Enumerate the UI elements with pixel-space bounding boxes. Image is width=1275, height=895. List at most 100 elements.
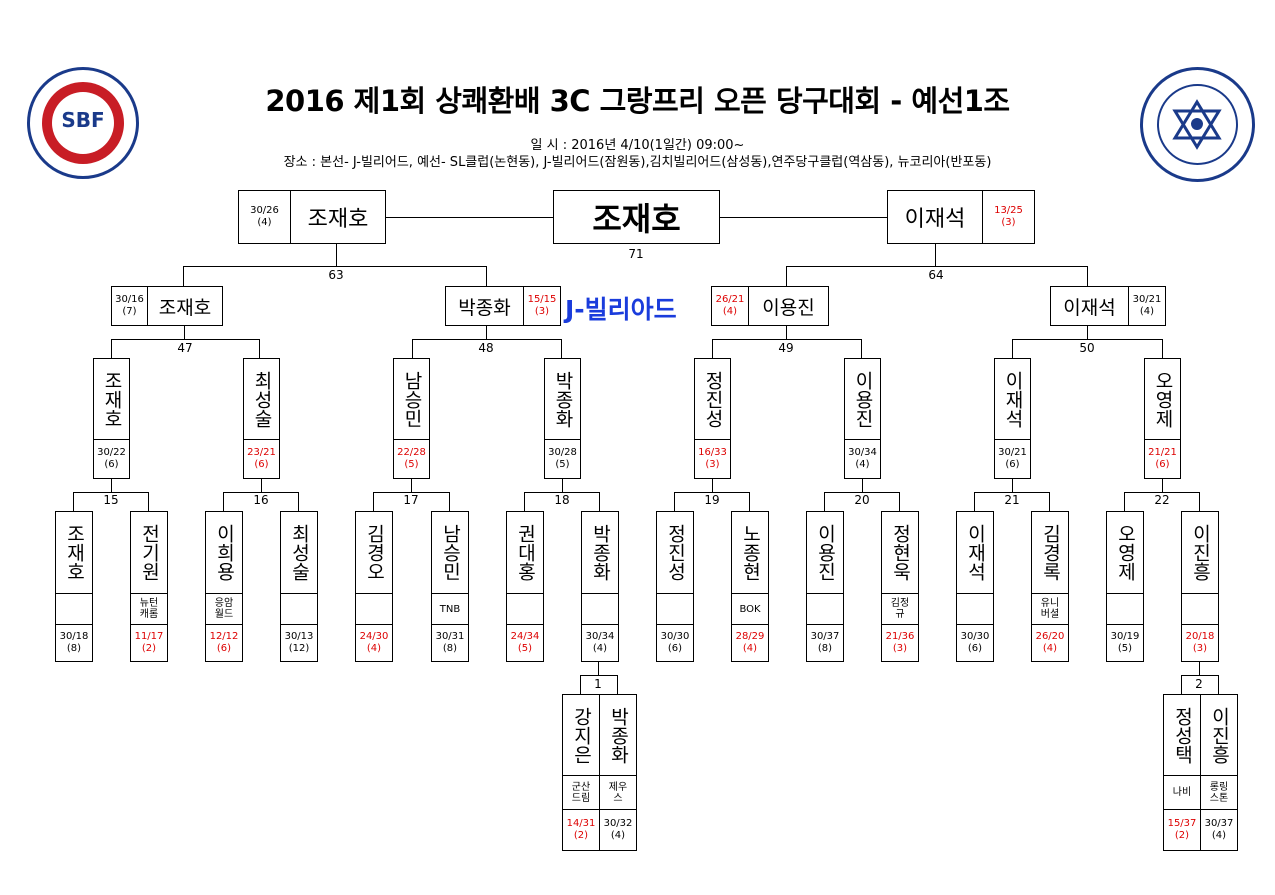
prelim-2a-score: 15/37(2) <box>1163 809 1201 851</box>
r32-player-score: 11/17(2) <box>130 624 168 662</box>
r32-player-name: 권대홍 <box>506 511 544 594</box>
r32-player-score: 30/30(6) <box>656 624 694 662</box>
r32-player-name: 이용진 <box>806 511 844 594</box>
r32-player-club: 유니 버셜 <box>1031 593 1069 625</box>
semi-1b-score: 15/15(3) <box>523 286 561 326</box>
prelim-2b-club: 롱링 스톤 <box>1200 775 1238 810</box>
page-title: 2016 제1회 상쾌환배 3C 그랑프리 오픈 당구대회 - 예선1조 <box>265 84 1010 118</box>
r16-player-score: 30/21(6) <box>994 439 1031 479</box>
r16-match-no: 17 <box>403 493 419 507</box>
semi-match-no-2: 64 <box>928 268 944 282</box>
final-winner: 조재호 <box>553 190 720 244</box>
r16-match-no: 16 <box>253 493 269 507</box>
prelim-1b-score: 30/32(4) <box>599 809 637 851</box>
r32-player-score: 12/12(6) <box>205 624 243 662</box>
prelim-match-no-1: 1 <box>594 677 602 691</box>
r32-player-club <box>55 593 93 625</box>
prelim-1a-name: 강지은 <box>562 694 600 776</box>
r16-player-name: 이재석 <box>994 358 1031 440</box>
r32-player-name: 정진성 <box>656 511 694 594</box>
r32-player-club <box>506 593 544 625</box>
r32-player-club <box>956 593 994 625</box>
r32-player-name: 조재호 <box>55 511 93 594</box>
r16-player-name: 이용진 <box>844 358 881 440</box>
r32-player-club <box>1181 593 1219 625</box>
quarter-match-no-3: 49 <box>778 341 794 355</box>
r32-player-name: 노종현 <box>731 511 769 594</box>
r32-player-name: 정현욱 <box>881 511 919 594</box>
r16-player-score: 21/21(6) <box>1144 439 1181 479</box>
r32-player-club <box>806 593 844 625</box>
r16-match-no: 18 <box>554 493 570 507</box>
r32-player-score: 30/18(8) <box>55 624 93 662</box>
r32-player-score: 28/29(4) <box>731 624 769 662</box>
semi-2b-name: 이재석 <box>1050 286 1129 326</box>
r32-player-name: 전기원 <box>130 511 168 594</box>
semi-1a-score: 30/16(7) <box>111 286 148 326</box>
r16-player-score: 30/28(5) <box>544 439 581 479</box>
r32-player-club <box>1106 593 1144 625</box>
final-match-no: 71 <box>628 247 644 261</box>
semi-2b-score: 30/21(4) <box>1128 286 1166 326</box>
r32-player-club <box>656 593 694 625</box>
r32-player-name: 이재석 <box>956 511 994 594</box>
prelim-match-no-2: 2 <box>1195 677 1203 691</box>
r32-player-score: 30/13(12) <box>280 624 318 662</box>
prelim-2a-name: 정성택 <box>1163 694 1201 776</box>
venue-line: 장소 : 본선- J-빌리어드, 예선- SL클럽(논현동), J-빌리어드(잠… <box>283 155 992 170</box>
r16-match-no: 19 <box>704 493 720 507</box>
r16-player-score: 30/22(6) <box>93 439 130 479</box>
r32-player-name: 최성술 <box>280 511 318 594</box>
semi-2a-score: 26/21(4) <box>711 286 749 326</box>
r32-player-score: 21/36(3) <box>881 624 919 662</box>
r16-player-name: 조재호 <box>93 358 130 440</box>
r32-player-name: 남승민 <box>431 511 469 594</box>
r32-player-score: 24/34(5) <box>506 624 544 662</box>
venue-label: J-빌리아드 <box>565 295 677 324</box>
r32-player-club: 김정 규 <box>881 593 919 625</box>
r16-match-no: 20 <box>854 493 870 507</box>
date-line: 일 시 : 2016년 4/10(1일간) 09:00~ <box>530 138 745 153</box>
r16-player-name: 오영제 <box>1144 358 1181 440</box>
r32-player-score: 30/19(5) <box>1106 624 1144 662</box>
r16-match-no: 15 <box>103 493 119 507</box>
r32-player-score: 20/18(3) <box>1181 624 1219 662</box>
quarter-match-no-1: 47 <box>177 341 193 355</box>
r16-player-name: 정진성 <box>694 358 731 440</box>
quarter-match-no-4: 50 <box>1079 341 1095 355</box>
r32-player-name: 김경오 <box>355 511 393 594</box>
r16-player-score: 16/33(3) <box>694 439 731 479</box>
sbf-logo-text: SBF <box>61 108 105 132</box>
prelim-2b-name: 이진흥 <box>1200 694 1238 776</box>
semi-match-no-1: 63 <box>328 268 344 282</box>
sbf-logo: SBF <box>27 67 139 179</box>
r32-player-name: 오영제 <box>1106 511 1144 594</box>
prelim-1a-club: 군산 드림 <box>562 775 600 810</box>
r32-player-club <box>355 593 393 625</box>
r16-match-no: 21 <box>1004 493 1020 507</box>
quarter-match-no-2: 48 <box>478 341 494 355</box>
r32-player-score: 26/20(4) <box>1031 624 1069 662</box>
r16-player-score: 23/21(6) <box>243 439 280 479</box>
r32-player-score: 30/30(6) <box>956 624 994 662</box>
final-right-name: 이재석 <box>887 190 983 244</box>
prelim-2b-score: 30/37(4) <box>1200 809 1238 851</box>
r16-player-score: 30/34(4) <box>844 439 881 479</box>
seoul-sports-council-logo <box>1140 67 1255 182</box>
r16-player-name: 최성술 <box>243 358 280 440</box>
prelim-1a-score: 14/31(2) <box>562 809 600 851</box>
prelim-1b-club: 제우 스 <box>599 775 637 810</box>
r32-player-name: 김경록 <box>1031 511 1069 594</box>
r16-player-name: 박종화 <box>544 358 581 440</box>
semi-1a-name: 조재호 <box>147 286 223 326</box>
prelim-2a-club: 나비 <box>1163 775 1201 810</box>
r32-player-name: 이희용 <box>205 511 243 594</box>
r32-player-club <box>280 593 318 625</box>
r32-player-club: BOK <box>731 593 769 625</box>
r32-player-name: 이진흥 <box>1181 511 1219 594</box>
r32-player-club <box>581 593 619 625</box>
r16-player-name: 남승민 <box>393 358 430 440</box>
final-left-name: 조재호 <box>290 190 386 244</box>
final-left-score: 30/26(4) <box>238 190 291 244</box>
r32-player-score: 30/37(8) <box>806 624 844 662</box>
